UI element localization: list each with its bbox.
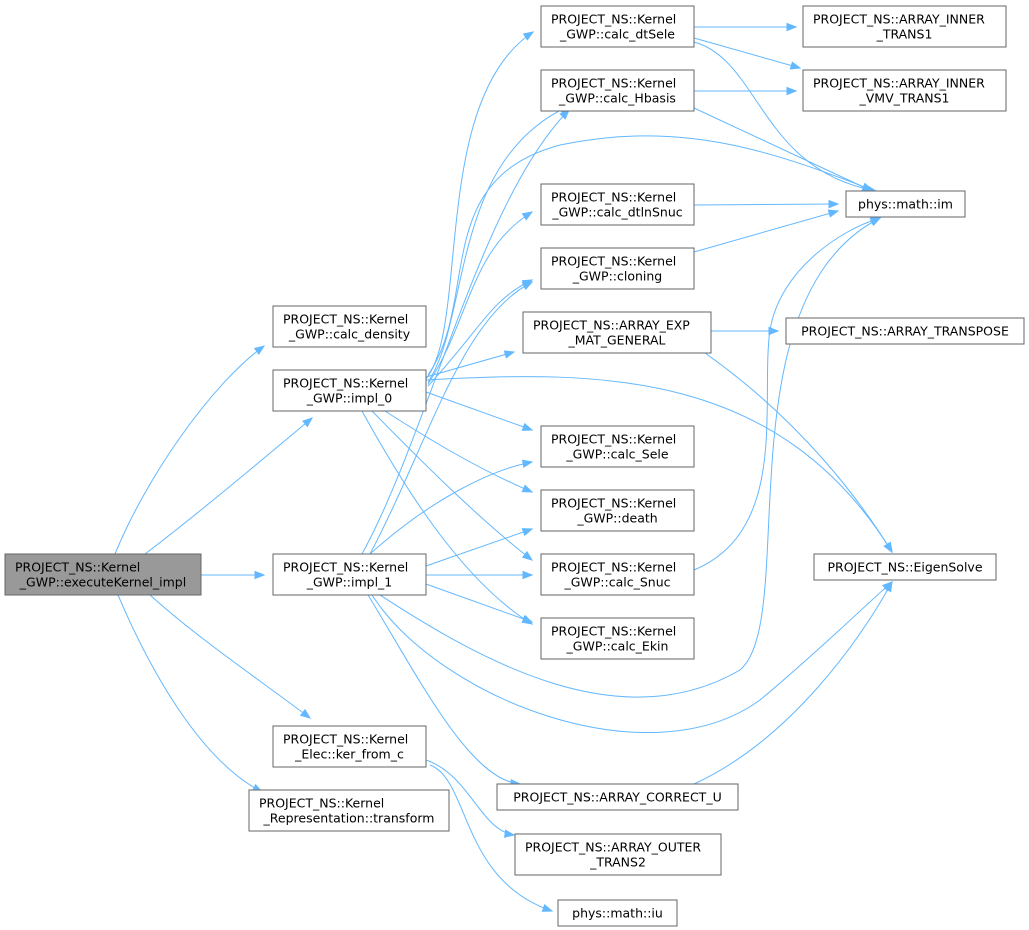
node-calc-Snuc[interactable]: PROJECT_NS::Kernel_GWP::calc_Snuc xyxy=(540,553,695,596)
node-label-line: PROJECT_NS::ARRAY_INNER xyxy=(813,12,985,27)
edge-ker_from_c-to-array_outer_trans2 xyxy=(425,759,516,838)
edge-array_correct_u-to-eigensolve xyxy=(693,580,893,785)
node-iu[interactable]: phys::math::iu xyxy=(557,899,678,927)
node-label-line: _GWP::executeKernel_impl xyxy=(19,575,186,590)
node-eigensolve[interactable]: PROJECT_NS::EigenSolve xyxy=(813,553,997,581)
node-label-line: PROJECT_NS::Kernel xyxy=(551,560,676,575)
node-im[interactable]: phys::math::im xyxy=(845,190,966,218)
node-label-line: PROJECT_NS::ARRAY_INNER xyxy=(813,76,985,91)
node-calc-dtSele[interactable]: PROJECT_NS::Kernel_GWP::calc_dtSele xyxy=(540,5,695,48)
edge-impl_0-to-death xyxy=(384,410,534,493)
node-label-line: _GWP::death xyxy=(576,511,657,526)
node-death[interactable]: PROJECT_NS::Kernel_GWP::death xyxy=(540,489,695,532)
node-label-line: _TRANS1 xyxy=(876,27,933,42)
node-calc-Sele[interactable]: PROJECT_NS::Kernel_GWP::calc_Sele xyxy=(540,425,695,468)
edge-array_exp-to-eigensolve xyxy=(704,352,893,554)
node-label-line: _GWP::calc_Sele xyxy=(565,447,668,462)
edge-impl_1-to-calc_Hbasis xyxy=(361,109,570,555)
edge-calc_dtSele-to-im xyxy=(693,41,878,194)
call-nodes: PROJECT_NS::Kernel_GWP::executeKernel_im… xyxy=(4,5,1025,927)
node-label-line: phys::math::im xyxy=(858,197,953,212)
node-label-line: PROJECT_NS::Kernel xyxy=(283,732,408,747)
node-label-line: PROJECT_NS::ARRAY_TRANSPOSE xyxy=(801,324,1009,339)
edge-ker_from_c-to-iu xyxy=(429,764,554,912)
node-transform[interactable]: PROJECT_NS::Kernel_Representation::trans… xyxy=(248,789,450,832)
node-label-line: PROJECT_NS::Kernel xyxy=(551,496,676,511)
node-calc-Ekin[interactable]: PROJECT_NS::Kernel_GWP::calc_Ekin xyxy=(540,617,695,660)
edge-impl_0-to-calc_dtSele xyxy=(424,31,535,381)
node-label-line: _MAT_GENERAL xyxy=(567,333,665,348)
node-label-line: _GWP::calc_Snuc xyxy=(563,575,670,590)
edge-root-to-impl_0 xyxy=(144,417,314,555)
node-ker-from-c[interactable]: PROJECT_NS::Kernel_Elec::ker_from_c xyxy=(272,725,427,768)
edge-cloning-to-im xyxy=(693,209,840,253)
node-array-inner-trans1[interactable]: PROJECT_NS::ARRAY_INNER_TRANS1 xyxy=(802,5,1007,48)
node-root[interactable]: PROJECT_NS::Kernel_GWP::executeKernel_im… xyxy=(4,553,202,596)
node-label-line: PROJECT_NS::Kernel xyxy=(551,624,676,639)
node-label-line: _GWP::impl_0 xyxy=(306,391,393,406)
node-label-line: PROJECT_NS::ARRAY_EXP xyxy=(533,318,690,333)
edge-array_exp-to-array_transpose xyxy=(711,326,780,336)
node-label-line: PROJECT_NS::Kernel xyxy=(283,312,408,327)
edge-calc_dtSele-to-array_inner_trans1 xyxy=(694,22,798,32)
edge-calc_dtlnSnuc-to-im xyxy=(693,199,840,209)
edge-calc_dtSele-to-array_inner_vmv_trans1 xyxy=(693,37,802,70)
edge-impl_1-to-calc_Snuc xyxy=(426,570,534,580)
call-edges xyxy=(114,22,894,912)
node-label-line: PROJECT_NS::Kernel xyxy=(283,560,408,575)
node-label-line: PROJECT_NS::ARRAY_CORRECT_U xyxy=(513,790,721,805)
node-label-line: _GWP::calc_Hbasis xyxy=(558,91,676,106)
node-label-line: _Representation::transform xyxy=(263,811,435,826)
edge-root-to-calc_density xyxy=(114,345,266,555)
edge-impl_0-to-array_exp xyxy=(425,350,516,378)
node-impl-0[interactable]: PROJECT_NS::Kernel_GWP::impl_0 xyxy=(272,369,427,412)
node-label-line: PROJECT_NS::Kernel xyxy=(15,560,140,575)
edge-root-to-impl_1 xyxy=(201,570,266,580)
node-array-exp[interactable]: PROJECT_NS::ARRAY_EXP_MAT_GENERAL xyxy=(522,311,712,354)
node-array-outer-trans2[interactable]: PROJECT_NS::ARRAY_OUTER_TRANS2 xyxy=(514,833,722,876)
node-label-line: _GWP::calc_dtlnSnuc xyxy=(551,205,682,220)
node-label-line: PROJECT_NS::Kernel xyxy=(283,376,408,391)
edge-root-to-ker_from_c xyxy=(149,594,312,719)
edge-impl_0-to-calc_dtlnSnuc xyxy=(427,211,534,385)
edge-calc_Hbasis-to-im xyxy=(693,107,874,192)
node-array-transpose[interactable]: PROJECT_NS::ARRAY_TRANSPOSE xyxy=(785,317,1025,345)
node-calc-density[interactable]: PROJECT_NS::Kernel_GWP::calc_density xyxy=(272,305,427,348)
node-label-line: _GWP::impl_1 xyxy=(306,575,393,590)
edge-impl_0-to-calc_Sele xyxy=(425,391,534,431)
edge-impl_1-to-death xyxy=(425,528,534,567)
node-label-line: _VMV_TRANS1 xyxy=(859,91,950,106)
node-label-line: _GWP::calc_Ekin xyxy=(566,639,669,654)
node-label-line: PROJECT_NS::EigenSolve xyxy=(827,560,982,575)
node-label-line: PROJECT_NS::Kernel xyxy=(259,796,384,811)
edge-calc_Snuc-to-im xyxy=(693,216,882,571)
node-label-line: PROJECT_NS::ARRAY_OUTER xyxy=(525,840,701,855)
node-label-line: PROJECT_NS::Kernel xyxy=(551,190,676,205)
node-label-line: phys::math::iu xyxy=(572,906,663,921)
edge-calc_Hbasis-to-array_inner_vmv_trans1 xyxy=(694,86,798,96)
node-label-line: PROJECT_NS::Kernel xyxy=(551,432,676,447)
node-array-correct-u[interactable]: PROJECT_NS::ARRAY_CORRECT_U xyxy=(496,783,739,811)
node-label-line: _GWP::cloning xyxy=(572,269,663,284)
node-label-line: _TRANS2 xyxy=(589,855,646,870)
node-label-line: PROJECT_NS::Kernel xyxy=(551,254,676,269)
node-array-inner-vmv-trans1[interactable]: PROJECT_NS::ARRAY_INNER_VMV_TRANS1 xyxy=(802,69,1007,112)
node-cloning[interactable]: PROJECT_NS::Kernel_GWP::cloning xyxy=(540,247,695,290)
node-label-line: _Elec::ker_from_c xyxy=(294,747,404,762)
edge-impl_1-to-calc_Ekin xyxy=(425,583,534,623)
node-label-line: _GWP::calc_dtSele xyxy=(559,27,675,42)
edge-impl_1-to-cloning xyxy=(369,281,534,555)
edge-impl_1-to-calc_Sele xyxy=(369,459,534,555)
node-calc-Hbasis[interactable]: PROJECT_NS::Kernel_GWP::calc_Hbasis xyxy=(540,69,695,112)
node-label-line: _GWP::calc_density xyxy=(288,327,411,342)
edge-impl_0-to-calc_Snuc xyxy=(371,410,534,561)
node-label-line: PROJECT_NS::Kernel xyxy=(551,12,676,27)
node-label-line: PROJECT_NS::Kernel xyxy=(551,76,676,91)
node-calc-dtlnSnuc[interactable]: PROJECT_NS::Kernel_GWP::calc_dtlnSnuc xyxy=(540,183,695,226)
edge-root-to-transform xyxy=(117,594,264,793)
node-impl-1[interactable]: PROJECT_NS::Kernel_GWP::impl_1 xyxy=(272,553,427,596)
